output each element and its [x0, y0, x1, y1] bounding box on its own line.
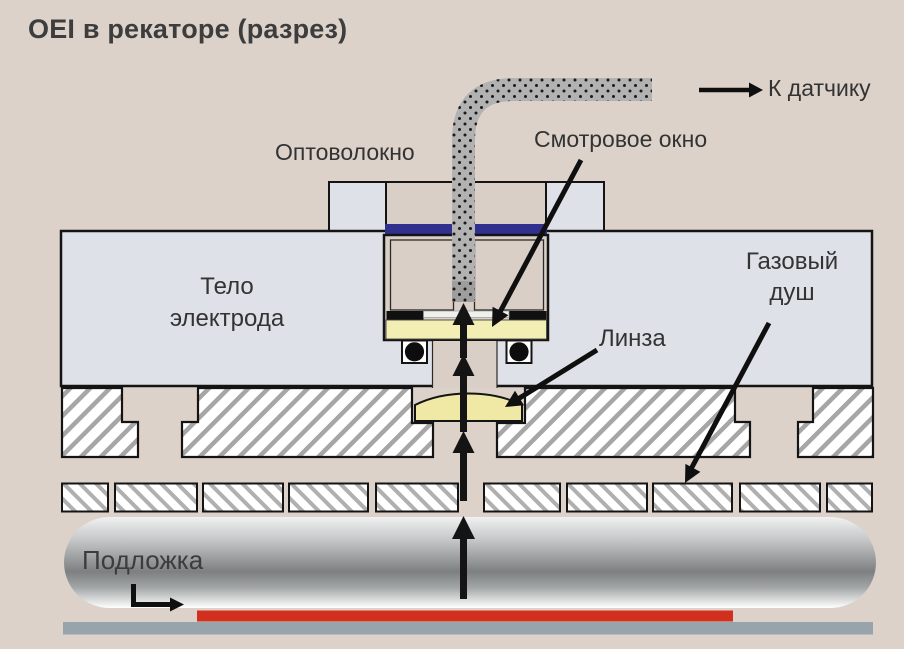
gas-shower-label: Газовый душ	[745, 248, 839, 306]
o-ring-left	[401, 339, 428, 364]
leader-arrows	[131, 82, 772, 612]
viewing-window-leader	[492, 158, 584, 327]
shower-plate	[60, 386, 875, 459]
lens	[414, 392, 523, 422]
optical-path-arrows	[452, 303, 475, 599]
viewing-window-label: Смотровое окно	[534, 126, 708, 152]
electrode-body-label: Тело электрода	[169, 273, 285, 332]
plasma-region	[64, 517, 876, 608]
lens-label: Линза	[599, 325, 666, 352]
optical-fiber-tube	[452, 78, 652, 302]
susceptor-strip	[63, 622, 873, 635]
gas-shower-nozzles	[61, 482, 873, 513]
figure-title: OEI в рекаторе (разрез)	[28, 14, 348, 44]
substrate-film	[197, 610, 733, 622]
gas-shower-leader	[685, 321, 772, 483]
to-sensor-arrow	[699, 82, 763, 98]
o-ring-right	[505, 339, 533, 364]
substrate-label: Подложка	[82, 545, 204, 575]
lens-leader	[505, 347, 599, 407]
substrate-leader	[131, 584, 184, 612]
to-sensor-label: К датчику	[768, 75, 871, 101]
optical-fiber-label: Оптоволокно	[275, 139, 415, 165]
